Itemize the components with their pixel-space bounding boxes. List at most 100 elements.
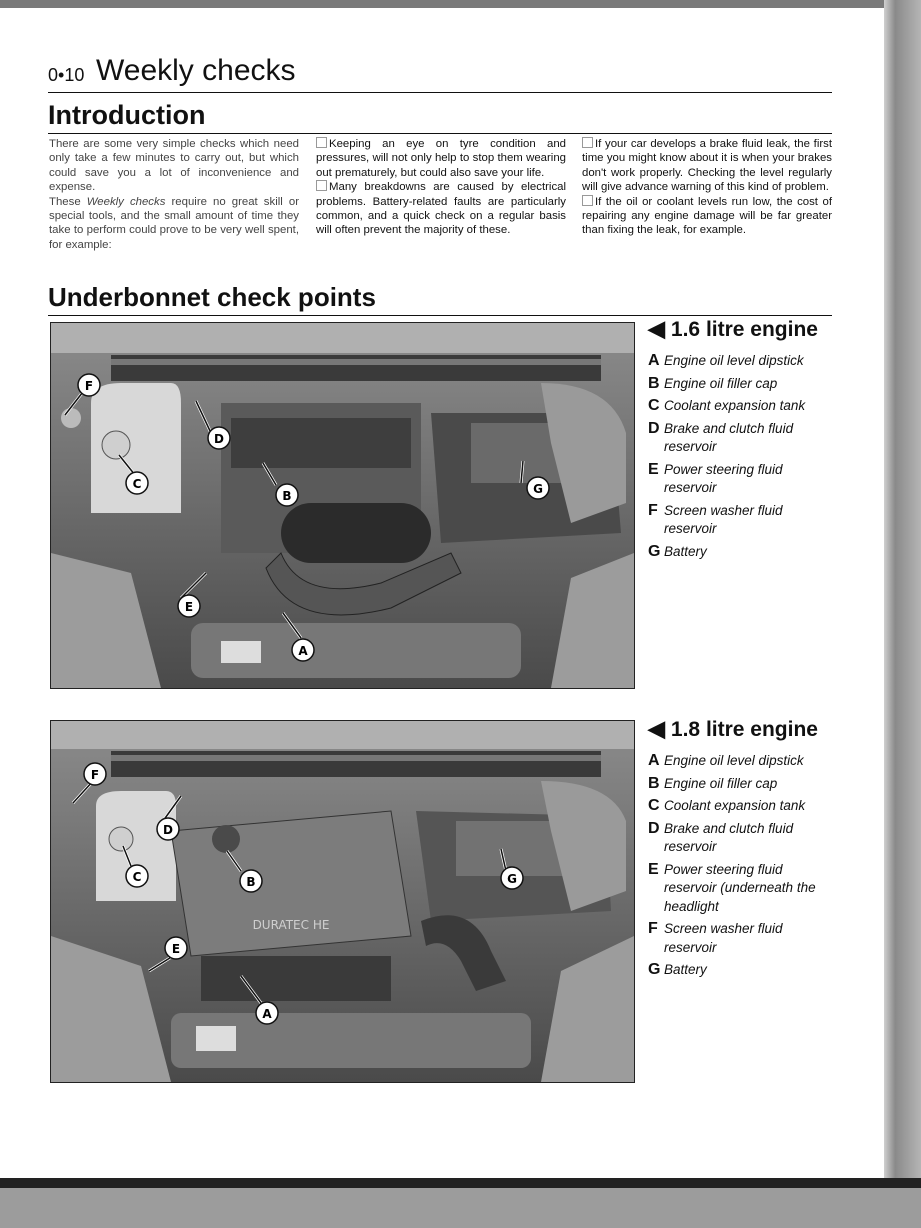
callout-g: G bbox=[500, 866, 524, 890]
legend-text: Power steering fluid reservoir bbox=[664, 461, 783, 496]
checkbox-icon bbox=[582, 194, 593, 206]
svg-text:C: C bbox=[133, 477, 142, 491]
callout-d: D bbox=[156, 817, 180, 841]
engine-photo-1-6: F D C B G E A bbox=[50, 322, 635, 689]
legend-item: F Screen washer fluid reservoir bbox=[648, 502, 838, 539]
checkbox-icon bbox=[316, 137, 327, 148]
intro-column-3: If your car develops a brake fluid leak,… bbox=[582, 137, 832, 238]
check-item: Keeping an eye on tyre condition and pre… bbox=[316, 137, 566, 180]
svg-text:C: C bbox=[133, 870, 142, 884]
legend-letter: A bbox=[648, 352, 660, 369]
left-triangle-icon: ◀ bbox=[648, 716, 665, 741]
intro-column-1: There are some very simple checks which … bbox=[49, 137, 299, 252]
callout-a: A bbox=[291, 638, 315, 662]
engine-cover-text: DURATEC HE bbox=[253, 918, 330, 932]
legend-item: C Coolant expansion tank bbox=[648, 797, 838, 816]
legend-letter: C bbox=[648, 397, 660, 414]
check-item-text: If your car develops a brake fluid leak,… bbox=[582, 138, 832, 194]
legend-item: A Engine oil level dipstick bbox=[648, 752, 838, 771]
legend-letter: F bbox=[648, 501, 658, 519]
engine-bay-1-8-illustration: DURATEC HE bbox=[51, 721, 634, 1082]
legend-letter: G bbox=[648, 542, 661, 560]
legend-text: Engine oil filler cap bbox=[664, 775, 778, 791]
intro-heading: Introduction bbox=[48, 100, 832, 134]
legend-item: A Engine oil level dipstick bbox=[648, 352, 838, 371]
svg-text:D: D bbox=[163, 823, 173, 837]
check-item-text: If the oil or coolant levels run low, th… bbox=[582, 195, 832, 237]
scan-top-edge bbox=[0, 0, 921, 8]
legend-title: ◀1.8 litre engine bbox=[648, 716, 838, 742]
legend-letter: B bbox=[648, 774, 660, 792]
left-triangle-icon: ◀ bbox=[648, 316, 665, 341]
legend-letter: A bbox=[648, 752, 660, 769]
svg-text:A: A bbox=[262, 1007, 272, 1021]
svg-text:B: B bbox=[246, 875, 255, 889]
legend-text: Brake and clutch fluid reservoir bbox=[664, 820, 794, 855]
callout-c: C bbox=[125, 864, 149, 888]
intro-paragraph: These Weekly checks require no great ski… bbox=[49, 195, 299, 253]
callout-f: F bbox=[77, 373, 101, 397]
legend-letter: D bbox=[648, 419, 660, 437]
svg-text:B: B bbox=[282, 489, 291, 503]
intro-paragraph: There are some very simple checks which … bbox=[49, 138, 299, 194]
legend-text: Brake and clutch fluid reservoir bbox=[664, 420, 794, 455]
callout-f: F bbox=[83, 762, 107, 786]
intro-column-2: Keeping an eye on tyre condition and pre… bbox=[316, 137, 566, 238]
check-item: If the oil or coolant levels run low, th… bbox=[582, 194, 832, 238]
legend-text: Screen washer fluid reservoir bbox=[664, 502, 783, 537]
page-number: 0•10 bbox=[48, 65, 85, 85]
callout-g: G bbox=[526, 476, 550, 500]
legend-title-text: 1.6 litre engine bbox=[670, 318, 818, 341]
legend-letter: E bbox=[648, 460, 659, 478]
scan-bottom-margin bbox=[0, 1188, 921, 1228]
legend-item: E Power steering fluid reservoir bbox=[648, 461, 838, 498]
legend-text: Screen washer fluid reservoir bbox=[664, 921, 783, 955]
legend-text: Engine oil level dipstick bbox=[664, 353, 804, 368]
svg-text:A: A bbox=[298, 644, 308, 658]
legend-letter: G bbox=[648, 961, 661, 978]
svg-text:D: D bbox=[214, 432, 224, 446]
engine-photo-1-8: DURATEC HE bbox=[50, 720, 635, 1083]
callout-d: D bbox=[207, 426, 231, 450]
legend-text: Coolant expansion tank bbox=[664, 398, 806, 413]
legend-letter: C bbox=[648, 797, 660, 814]
scan-right-edge bbox=[884, 0, 921, 1228]
intro-lead: These bbox=[49, 195, 87, 208]
check-item: Many breakdowns are caused by electrical… bbox=[316, 180, 566, 238]
callout-b: B bbox=[275, 483, 299, 507]
legend-letter: D bbox=[648, 819, 660, 837]
callout-b: B bbox=[239, 869, 263, 893]
callout-e: E bbox=[177, 594, 201, 618]
check-item-text: Many breakdowns are caused by electrical… bbox=[316, 181, 566, 237]
legend-text: Coolant expansion tank bbox=[664, 798, 806, 813]
svg-text:E: E bbox=[172, 942, 180, 956]
intro-text: require no great skill or special tools,… bbox=[49, 195, 299, 251]
legend-1-8: ◀1.8 litre engine A Engine oil level dips… bbox=[648, 716, 838, 984]
engine-bay-1-6-illustration: F D C B G E A bbox=[51, 323, 634, 688]
svg-text:G: G bbox=[533, 482, 543, 496]
checkbox-icon bbox=[582, 137, 593, 148]
legend-title-text: 1.8 litre engine bbox=[670, 718, 818, 741]
checkbox-icon bbox=[316, 180, 327, 192]
legend-text: Engine oil level dipstick bbox=[664, 753, 804, 768]
svg-text:E: E bbox=[185, 600, 193, 614]
legend-1-6: ◀1.6 litre engine A Engine oil level dips… bbox=[648, 316, 838, 565]
legend-text: Battery bbox=[664, 543, 707, 559]
legend-letter: F bbox=[648, 920, 658, 937]
svg-text:F: F bbox=[91, 768, 99, 782]
callout-a: A bbox=[255, 1001, 279, 1025]
legend-text: Battery bbox=[664, 962, 707, 977]
svg-text:G: G bbox=[507, 872, 517, 886]
check-item: If your car develops a brake fluid leak,… bbox=[582, 137, 832, 195]
underbonnet-heading: Underbonnet check points bbox=[48, 282, 832, 316]
weekly-checks-italic: Weekly checks bbox=[86, 195, 166, 208]
legend-title: ◀1.6 litre engine bbox=[648, 316, 838, 342]
callout-e: E bbox=[164, 936, 188, 960]
legend-letter: B bbox=[648, 374, 660, 392]
